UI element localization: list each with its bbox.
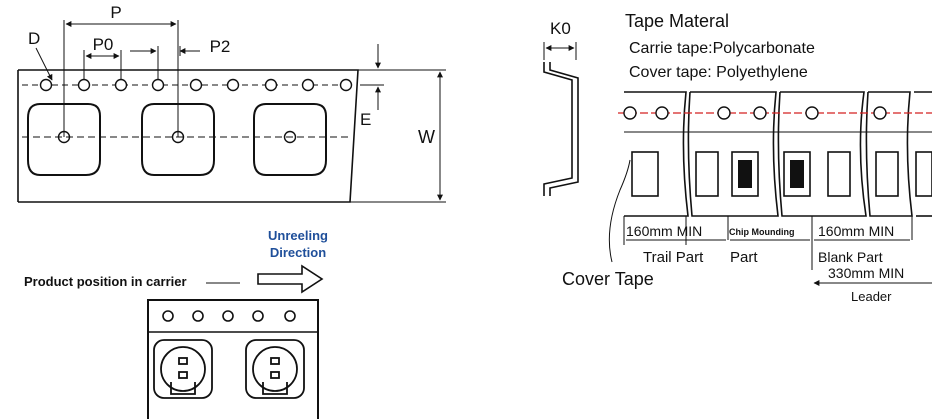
product-position-label: Product position in carrier [24,274,187,289]
pocket-cross-section [543,62,579,196]
product-carrier-holes [162,310,296,322]
chip-mounting-label: Chip Mounding [729,227,794,237]
label-d: D [28,29,40,48]
cover-tape-label: Cover Tape [562,269,654,289]
carrier-tape-top-view [17,69,359,203]
product-components [153,339,305,399]
label-w: W [418,127,435,147]
leader-label: Leader [851,289,892,304]
label-p0: P0 [93,35,114,54]
d-leader-line [35,47,53,81]
material-cover: Cover tape: Polyethylene [629,64,808,81]
dimension-p2 [130,46,200,80]
blank-part-label: Blank Part [818,249,883,265]
material-carrier: Carrie tape:Polycarbonate [629,40,815,57]
trail-length: 160mm MIN [626,223,702,239]
material-title: Tape Materal [625,11,729,31]
dimension-p0 [83,50,122,80]
dimension-k0 [543,42,577,60]
dimension-e [360,44,384,110]
sprocket-holes [39,78,353,92]
label-p: P [110,3,121,22]
part-label: Part [730,249,758,266]
section-dimensions [623,216,932,286]
trail-part-label: Trail Part [643,249,704,266]
label-k0: K0 [550,19,571,38]
mounted-chips [738,160,804,188]
right-sprocket-holes [623,106,887,120]
component-pockets [27,103,327,176]
product-carrier [147,299,319,419]
cover-tape-pointer [608,159,631,263]
unreel-line2: Direction [270,245,326,260]
label-p2: P2 [210,37,231,56]
unreel-arrow-icon [257,264,324,294]
leader-length: 330mm MIN [828,265,904,281]
unreel-line1: Unreeling [268,228,328,243]
blank-length: 160mm MIN [818,223,894,239]
dimension-p [63,20,179,137]
dimension-w [350,69,446,203]
label-e: E [360,110,371,129]
right-tape-pockets [631,151,932,197]
